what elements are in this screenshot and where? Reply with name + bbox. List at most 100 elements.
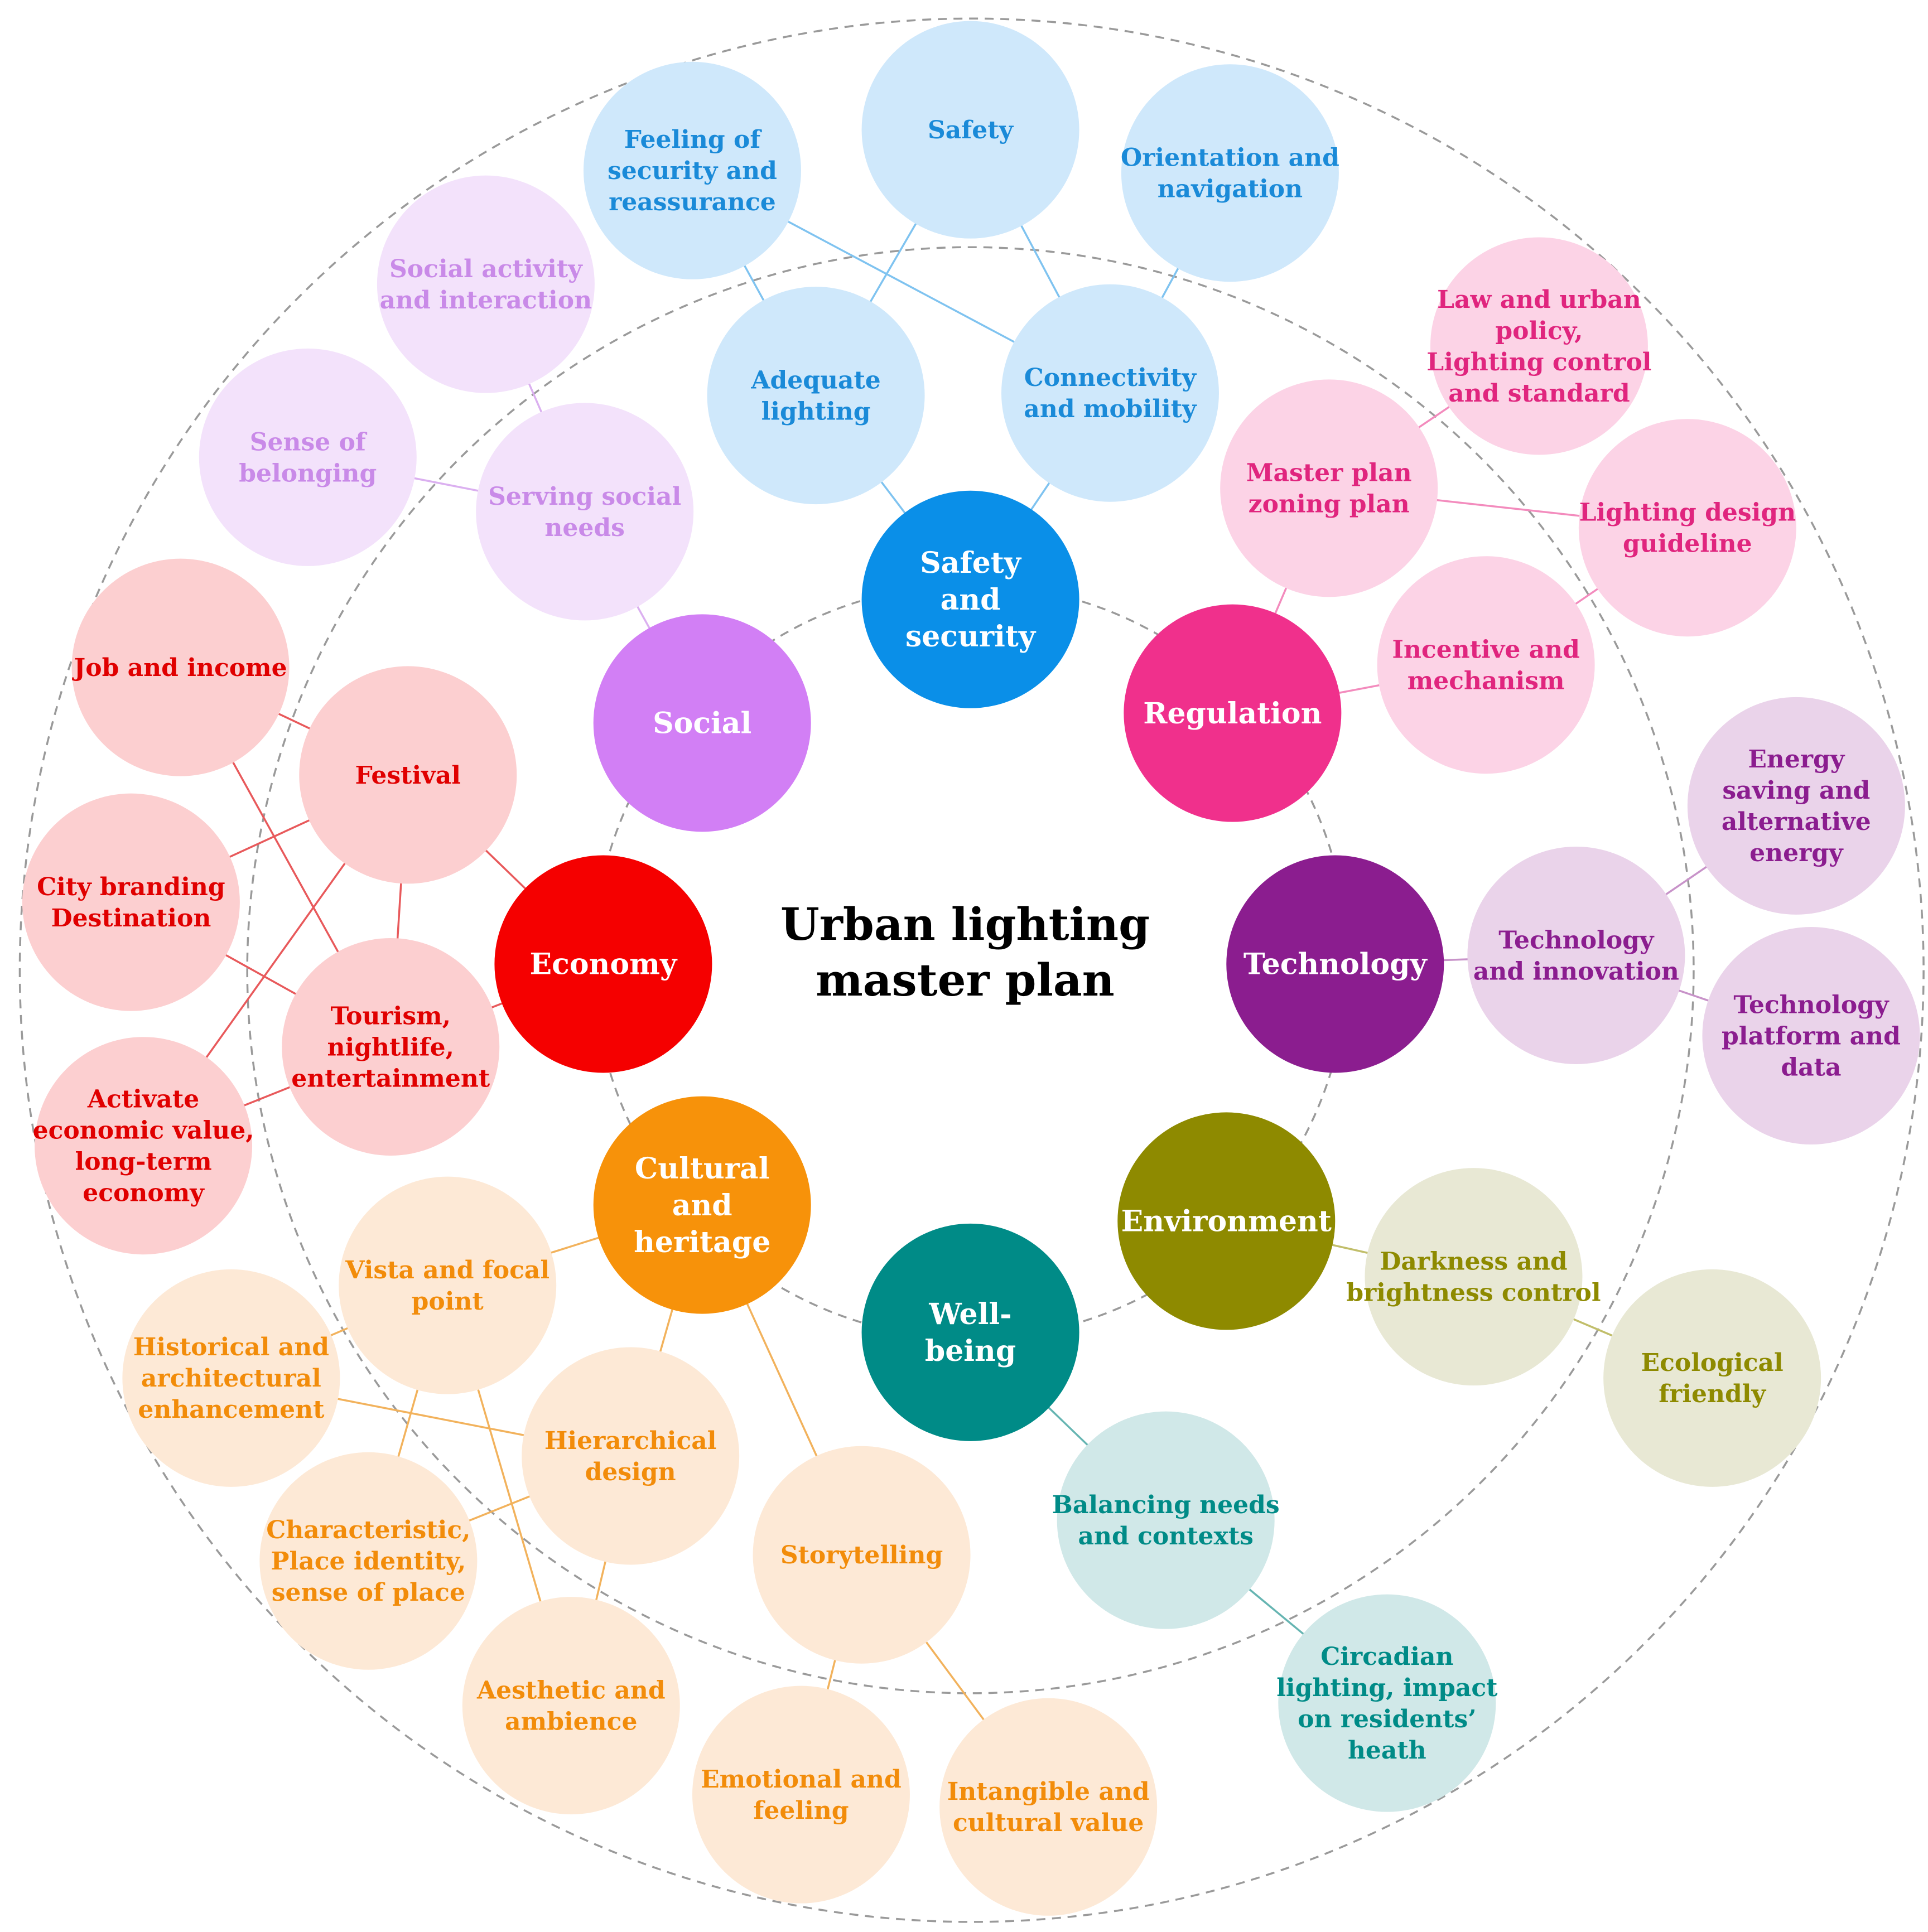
node-circle-serving	[476, 403, 694, 621]
node-circle-hierarchical	[522, 1347, 740, 1565]
node-circle-regulation_main	[1124, 604, 1342, 822]
node-circle-emotional	[692, 1685, 910, 1904]
node-social_main: Social	[593, 614, 811, 832]
node-circle-economy_main	[494, 855, 712, 1073]
node-circle-energy	[1687, 697, 1905, 915]
node-technology_main: Technology	[1226, 855, 1444, 1073]
node-job: Job and income	[71, 558, 290, 776]
node-circle-storytelling	[753, 1446, 971, 1664]
node-label-tourism: Tourism,nightlife,entertainment	[291, 1002, 490, 1093]
dashed-ring-2	[246, 246, 1695, 1694]
node-circle-job	[71, 558, 290, 776]
node-environment_main: Environment	[1117, 1112, 1336, 1330]
node-label-economy_main: Economy	[530, 948, 678, 982]
node-circle-adequate	[707, 287, 925, 505]
node-circle-darkness	[1365, 1168, 1583, 1386]
node-circle-activate	[35, 1037, 253, 1255]
node-circle-masterplan	[1220, 379, 1438, 597]
node-circle-social_main	[593, 614, 811, 832]
node-label-regulation_main: Regulation	[1143, 697, 1322, 731]
node-circle-safety	[861, 21, 1079, 239]
node-regulation_main: Regulation	[1124, 604, 1342, 822]
node-circle-vista	[339, 1176, 557, 1394]
node-label-safety: Safety	[928, 116, 1014, 144]
node-circle-safety_main	[861, 490, 1079, 708]
node-circle-orientation	[1121, 64, 1339, 282]
node-circle-techinno	[1467, 846, 1685, 1064]
node-circle-connectivity	[1001, 284, 1219, 502]
node-storytelling: Storytelling	[753, 1446, 971, 1664]
node-circle-ecological	[1603, 1269, 1821, 1487]
center-title-line-2: master plan	[816, 954, 1115, 1006]
node-tourism: Tourism,nightlife,entertainment	[282, 938, 500, 1156]
node-label-social_main: Social	[653, 707, 751, 741]
node-circle-circadian	[1278, 1594, 1496, 1812]
node-circle-belonging	[199, 348, 417, 566]
node-circle-festival	[299, 666, 517, 884]
node-circle-historical	[122, 1269, 340, 1487]
node-circle-intangible	[939, 1698, 1158, 1916]
node-circle-tourism	[282, 938, 500, 1156]
node-label-environment_main: Environment	[1121, 1205, 1332, 1239]
node-festival: Festival	[299, 666, 517, 884]
node-circle-cultural_main	[593, 1096, 811, 1314]
node-label-festival: Festival	[355, 761, 461, 790]
node-circle-balancing	[1057, 1411, 1275, 1629]
center-title-line-1: Urban lighting	[780, 898, 1150, 950]
dashed-ring-1	[18, 17, 1925, 1923]
node-circle-socialact	[377, 175, 595, 393]
node-label-storytelling: Storytelling	[780, 1541, 943, 1569]
